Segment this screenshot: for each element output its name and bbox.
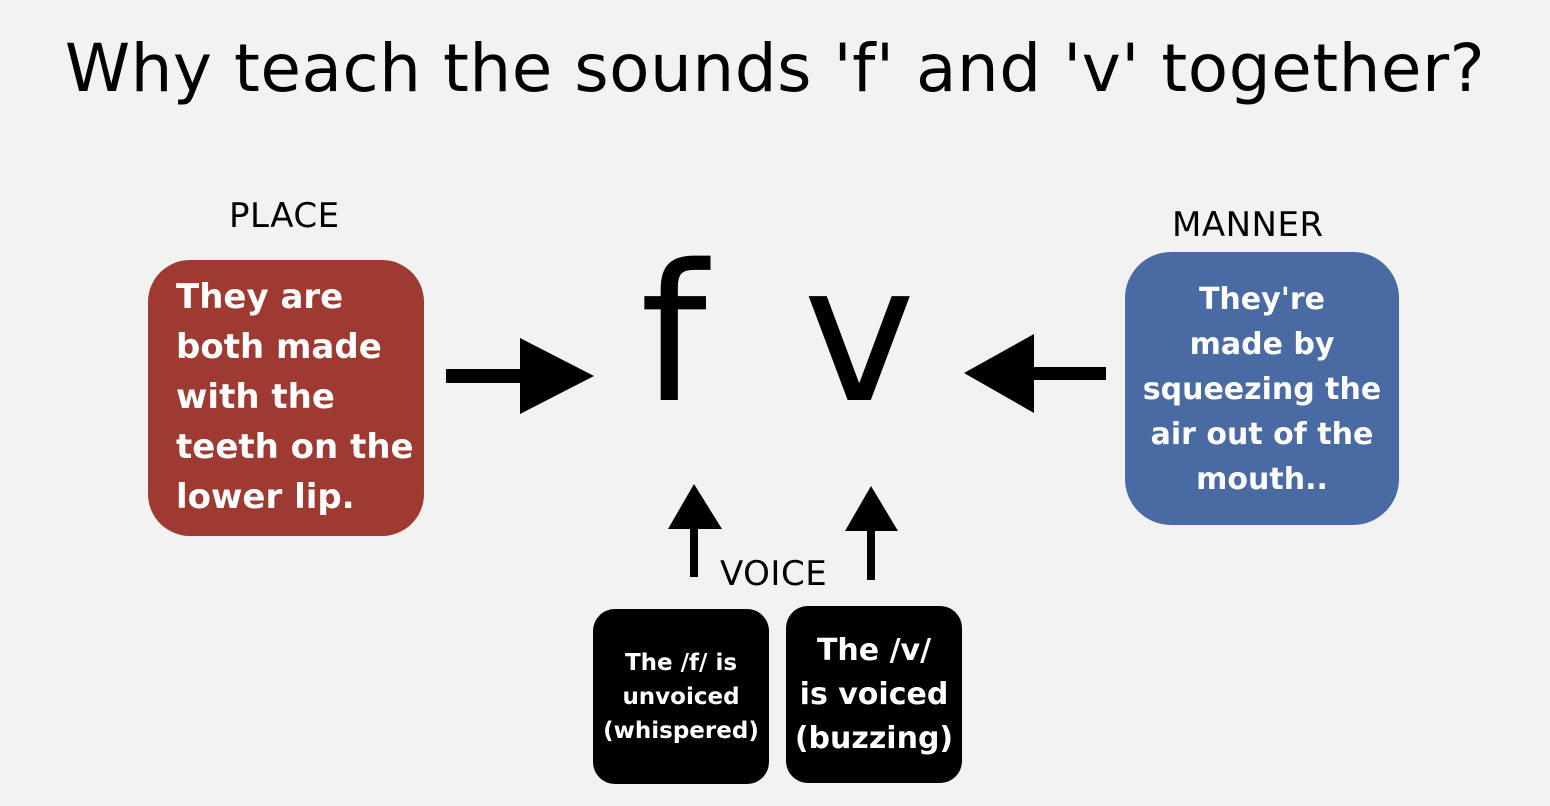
voice-v-arrow (845, 486, 898, 580)
place-box: They are both made with the teeth on the… (148, 260, 424, 536)
voice-v-box: The /v/ is voiced (buzzing) (786, 606, 962, 783)
voice-f-line: unvoiced (622, 684, 740, 710)
place-line: They are (176, 277, 344, 317)
letter-f: f (640, 224, 707, 445)
manner-line: made by (1189, 327, 1335, 362)
manner-line: mouth.. (1196, 462, 1328, 497)
manner-box: They're made by squeezing the air out of… (1125, 252, 1399, 525)
place-line: lower lip. (176, 477, 355, 517)
voice-v-line: The /v/ (816, 633, 932, 668)
place-line: teeth on the (176, 427, 414, 467)
manner-line: air out of the (1150, 417, 1374, 452)
voice-v-line: (buzzing) (794, 721, 954, 756)
voice-f-line: The /f/ is (624, 650, 738, 676)
voice-f-box: The /f/ is unvoiced (whispered) (593, 609, 769, 784)
voice-f-arrow (668, 484, 722, 577)
page-title: Why teach the sounds 'f' and 'v' togethe… (64, 30, 1486, 107)
voice-label: VOICE (720, 554, 828, 594)
place-line: with the (176, 377, 335, 417)
manner-label: MANNER (1172, 205, 1324, 245)
place-line: both made (176, 327, 382, 367)
manner-arrow (964, 334, 1106, 413)
place-arrow (446, 338, 594, 414)
manner-line: squeezing the (1142, 372, 1382, 407)
voice-v-line: is voiced (799, 677, 949, 712)
letter-v: v (803, 224, 916, 445)
voice-f-line: (whispered) (603, 718, 759, 744)
manner-line: They're (1198, 282, 1326, 317)
place-label: PLACE (229, 196, 340, 236)
